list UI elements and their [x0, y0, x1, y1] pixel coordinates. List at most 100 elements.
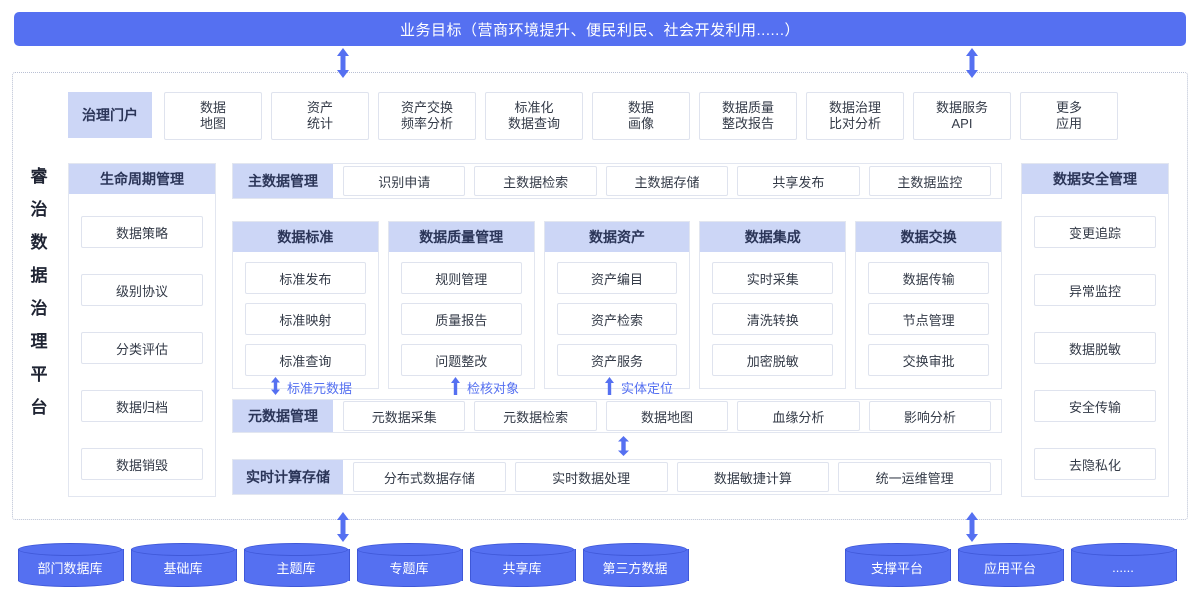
lifecycle-panel-title: 生命周期管理 — [69, 164, 215, 194]
lifecycle-item[interactable]: 数据策略 — [81, 216, 203, 248]
data-source-cylinder[interactable]: 基础库 — [131, 543, 237, 587]
card-item[interactable]: 质量报告 — [400, 303, 522, 335]
card-title: 数据质量管理 — [388, 222, 534, 252]
metadata-item[interactable]: 元数据采集 — [343, 401, 466, 431]
master-data-item[interactable]: 主数据检索 — [474, 166, 597, 196]
card-item[interactable]: 清洗转换 — [712, 303, 834, 335]
realtime-item[interactable]: 统一运维管理 — [838, 462, 991, 492]
platform-cylinder[interactable]: ...... — [1071, 543, 1177, 587]
card-item[interactable]: 节点管理 — [868, 303, 989, 335]
master-data-item[interactable]: 识别申请 — [343, 166, 466, 196]
security-item[interactable]: 安全传输 — [1034, 390, 1156, 422]
data-source-cylinder[interactable]: 主题库 — [244, 543, 350, 587]
portal-item[interactable]: 数据治理 比对分析 — [806, 92, 904, 140]
double-arrow-icon — [617, 436, 631, 456]
security-item[interactable]: 异常监控 — [1034, 274, 1156, 306]
card-item-list: 资产编目 资产检索 资产服务 — [545, 252, 690, 388]
security-item-list: 变更追踪 异常监控 数据脱敏 安全传输 去隐私化 — [1022, 194, 1168, 498]
portal-item-line1: 标准化 — [514, 99, 554, 115]
capability-card-data-standard: 数据标准 标准发布 标准映射 标准查询 — [232, 221, 379, 389]
security-item[interactable]: 变更追踪 — [1034, 216, 1156, 248]
portal-item-line1: 数据 — [627, 99, 654, 115]
card-item[interactable]: 问题整改 — [400, 344, 522, 376]
platform-cylinder[interactable]: 支撑平台 — [845, 543, 951, 587]
realtime-compute-storage-band: 实时计算存储 分布式数据存储 实时数据处理 数据敏捷计算 统一运维管理 — [232, 459, 1002, 495]
portal-item-line2: 频率分析 — [400, 116, 453, 131]
portal-item[interactable]: 数据质量 整改报告 — [699, 92, 797, 140]
portal-item[interactable]: 数据服务 API — [913, 92, 1011, 140]
card-item[interactable]: 资产服务 — [556, 344, 678, 376]
data-source-cylinder[interactable]: 第三方数据 — [583, 543, 689, 587]
cylinder-top — [1071, 543, 1175, 556]
portal-item[interactable]: 更多 应用 — [1020, 92, 1118, 140]
lifecycle-item[interactable]: 数据归档 — [81, 390, 203, 422]
portal-item-line1: 数据 — [199, 99, 226, 115]
portal-item-line2: API — [951, 116, 973, 131]
metadata-management-band: 元数据管理 元数据采集 元数据检索 数据地图 血缘分析 影响分析 — [232, 399, 1002, 433]
portal-item-line2: 统计 — [306, 116, 333, 131]
card-item[interactable]: 交换审批 — [868, 344, 989, 376]
flow-label-text: 标准元数据 — [287, 381, 353, 396]
portal-item[interactable]: 数据 画像 — [592, 92, 690, 140]
lifecycle-item[interactable]: 级别协议 — [81, 274, 203, 306]
portal-item[interactable]: 数据 地图 — [164, 92, 262, 140]
security-item[interactable]: 数据脱敏 — [1034, 332, 1156, 364]
master-data-item[interactable]: 主数据监控 — [868, 166, 992, 196]
flow-label-standard-metadata: 标准元数据 — [270, 377, 352, 398]
up-arrow-icon — [450, 377, 461, 398]
metadata-item[interactable]: 血缘分析 — [737, 401, 860, 431]
cylinder-label: ...... — [1112, 559, 1134, 575]
portal-item[interactable]: 资产 统计 — [271, 92, 369, 140]
security-item[interactable]: 去隐私化 — [1034, 448, 1156, 480]
platform-cylinder[interactable]: 应用平台 — [958, 543, 1064, 587]
card-item-list: 数据传输 节点管理 交换审批 — [856, 252, 1001, 388]
card-item-list: 标准发布 标准映射 标准查询 — [233, 252, 378, 388]
card-item[interactable]: 标准发布 — [245, 262, 366, 294]
lifecycle-item[interactable]: 数据销毁 — [81, 448, 203, 480]
vertical-char: 平 — [30, 365, 48, 384]
master-data-item[interactable]: 共享发布 — [737, 166, 860, 196]
master-data-label: 主数据管理 — [233, 164, 333, 198]
portal-item[interactable]: 资产交换 频率分析 — [378, 92, 476, 140]
governance-portal-row: 治理门户 数据 地图 资产 统计 资产交换 频率分析 标准化 数据查询 数据 画… — [68, 92, 1118, 140]
portal-item-line1: 数据服务 — [935, 99, 988, 115]
realtime-item[interactable]: 分布式数据存储 — [353, 462, 506, 492]
metadata-item[interactable]: 影响分析 — [868, 401, 992, 431]
portal-item-line1: 资产交换 — [400, 99, 453, 115]
up-arrow-icon — [604, 377, 615, 398]
master-data-item[interactable]: 主数据存储 — [605, 166, 729, 196]
card-item[interactable]: 实时采集 — [712, 262, 834, 294]
capability-card-data-integration: 数据集成 实时采集 清洗转换 加密脱敏 — [699, 221, 847, 389]
card-item[interactable]: 资产检索 — [556, 303, 678, 335]
card-title: 数据资产 — [544, 222, 690, 252]
lifecycle-item[interactable]: 分类评估 — [81, 332, 203, 364]
card-item[interactable]: 加密脱敏 — [712, 344, 834, 376]
metadata-item[interactable]: 数据地图 — [605, 401, 729, 431]
metadata-item[interactable]: 元数据检索 — [474, 401, 597, 431]
cylinder-top — [470, 543, 574, 556]
data-source-cylinder[interactable]: 部门数据库 — [18, 543, 124, 587]
realtime-label: 实时计算存储 — [233, 460, 343, 494]
data-source-cylinder[interactable]: 专题库 — [357, 543, 463, 587]
vertical-char: 台 — [30, 398, 48, 417]
portal-item-line2: 整改报告 — [721, 116, 774, 131]
portal-item-line2: 应用 — [1055, 116, 1082, 131]
card-title: 数据交换 — [856, 222, 1001, 252]
realtime-item[interactable]: 实时数据处理 — [514, 462, 668, 492]
vertical-char: 理 — [30, 332, 48, 351]
card-item[interactable]: 资产编目 — [556, 262, 678, 294]
portal-item-line2: 比对分析 — [828, 116, 881, 131]
capability-card-data-exchange: 数据交换 数据传输 节点管理 交换审批 — [855, 221, 1002, 389]
card-item[interactable]: 规则管理 — [400, 262, 522, 294]
data-source-cylinder[interactable]: 共享库 — [470, 543, 576, 587]
vertical-char: 数 — [30, 233, 48, 252]
flow-label-text: 检核对象 — [467, 381, 520, 396]
card-item[interactable]: 数据传输 — [868, 262, 989, 294]
portal-item[interactable]: 标准化 数据查询 — [485, 92, 583, 140]
card-item[interactable]: 标准映射 — [245, 303, 366, 335]
portal-item-line2: 地图 — [199, 116, 226, 131]
metadata-label: 元数据管理 — [233, 400, 333, 432]
realtime-item[interactable]: 数据敏捷计算 — [676, 462, 830, 492]
lifecycle-item-list: 数据策略 级别协议 分类评估 数据归档 数据销毁 — [69, 194, 215, 498]
card-item[interactable]: 标准查询 — [245, 344, 366, 376]
